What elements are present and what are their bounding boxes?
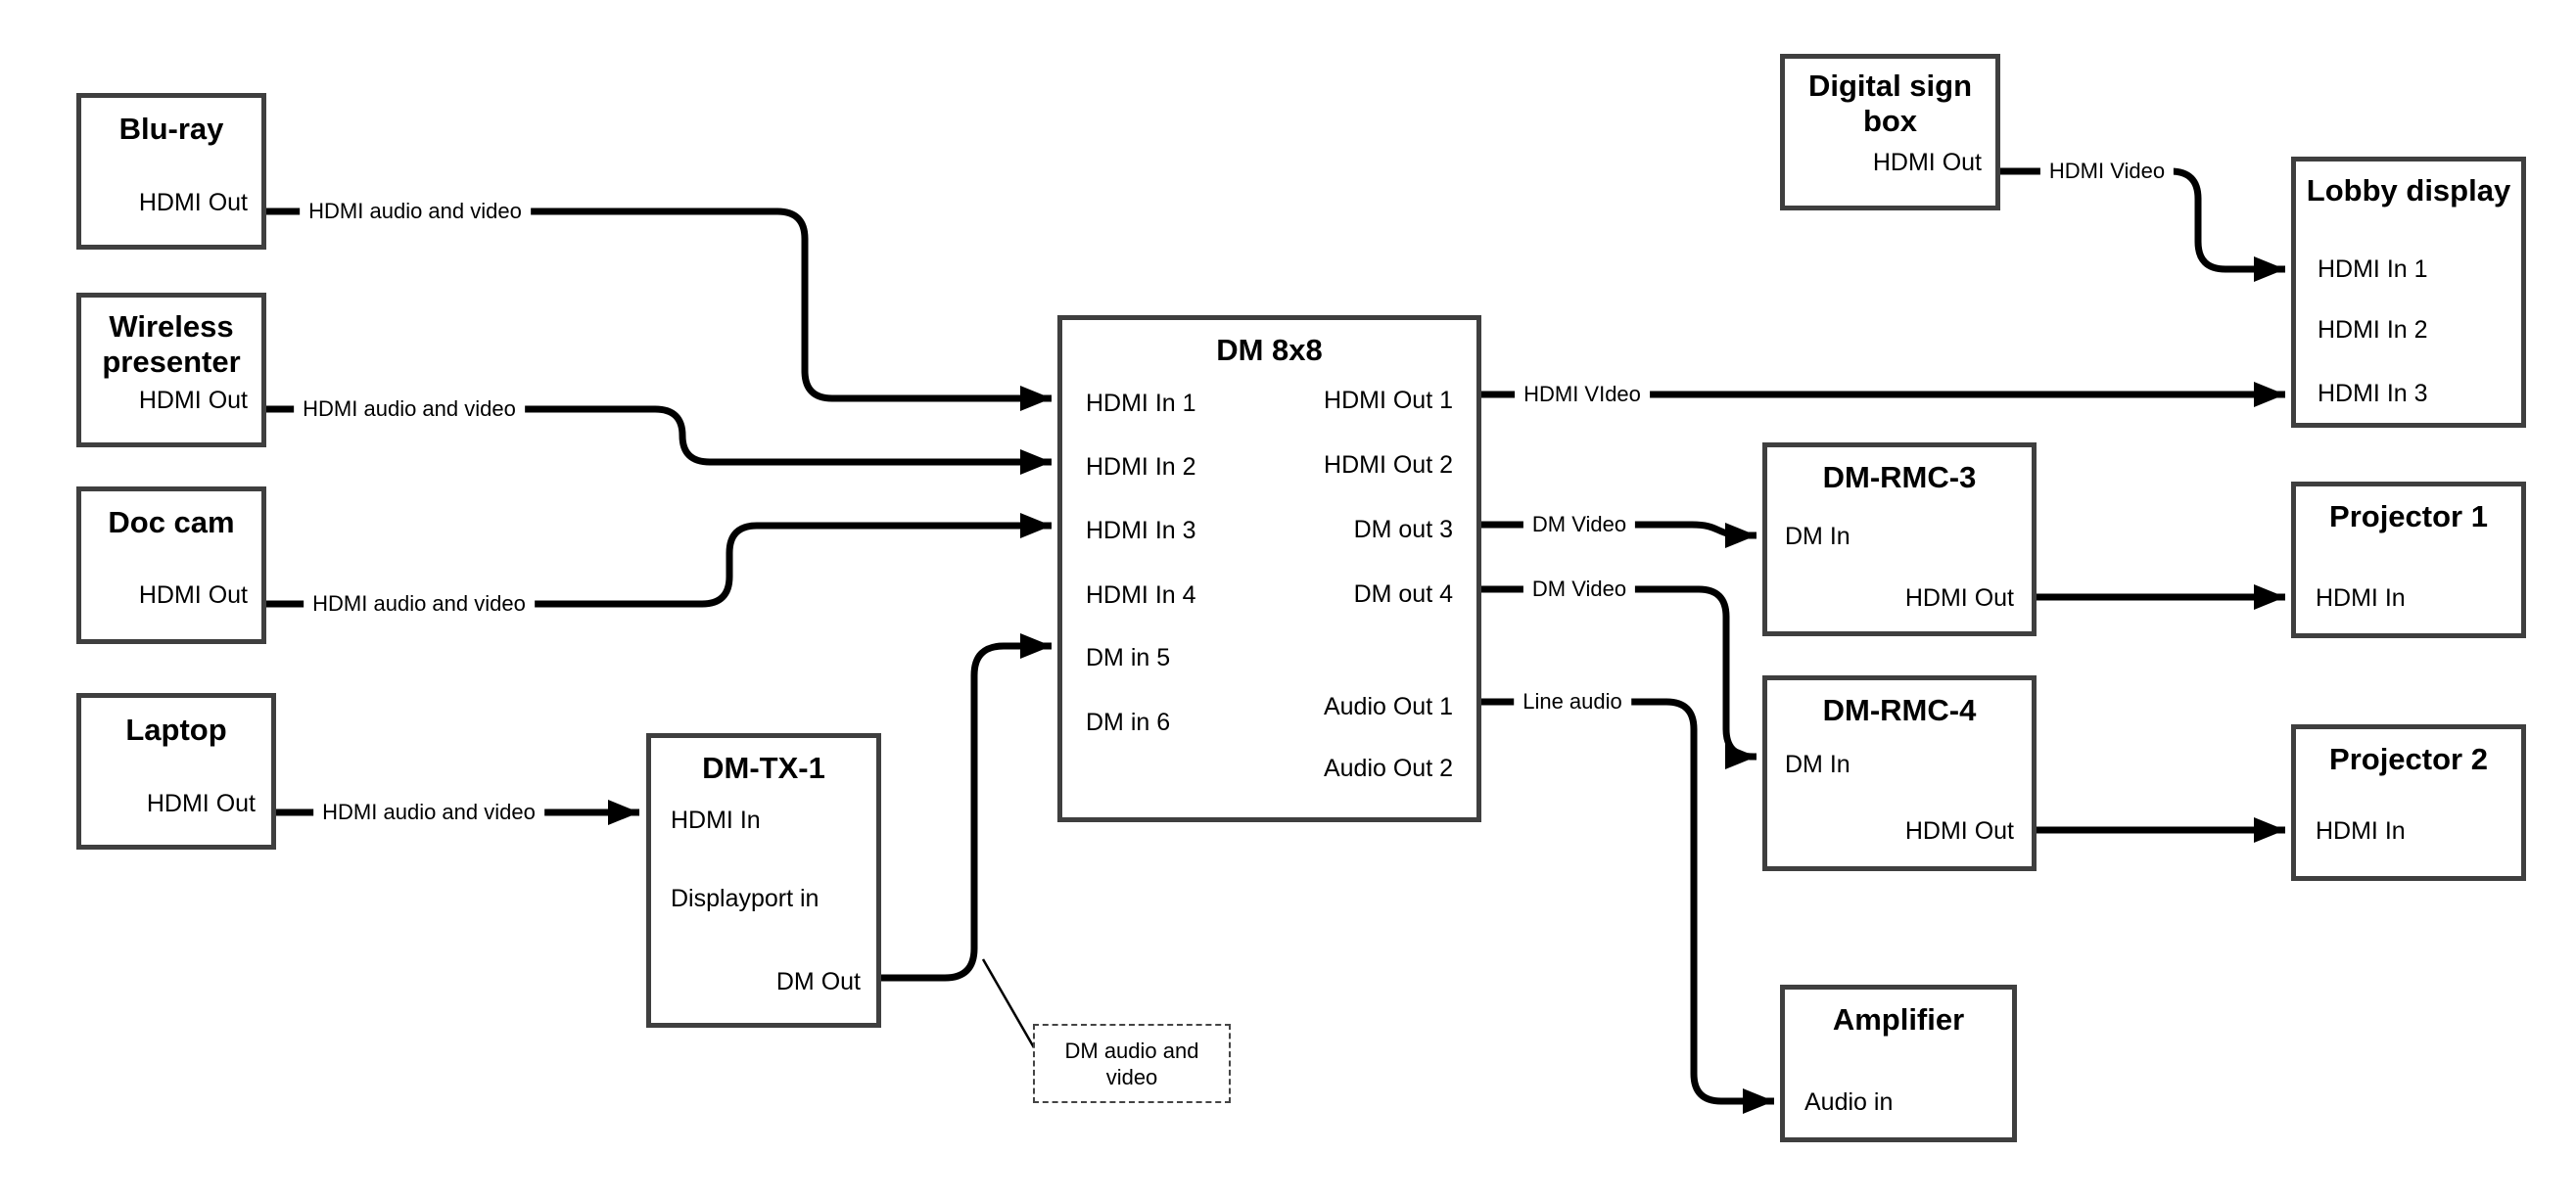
- node-projector-2: Projector 2 HDMI In: [2291, 724, 2526, 881]
- port-dm-out-4: DM out 4: [1353, 580, 1453, 608]
- node-dm-rmc-3: DM-RMC-3 DM In HDMI Out: [1762, 442, 2037, 636]
- port-hdmi-in-1: HDMI In 1: [2318, 255, 2428, 283]
- node-doc-cam: Doc cam HDMI Out: [76, 486, 266, 644]
- edge-label-wireless: HDMI audio and video: [294, 396, 525, 422]
- port-hdmi-out: HDMI Out: [1904, 584, 2014, 612]
- node-dm-rmc-4: DM-RMC-4 DM In HDMI Out: [1762, 675, 2037, 871]
- port-hdmi-out-2: HDMI Out 2: [1324, 451, 1453, 479]
- node-amplifier: Amplifier Audio in: [1780, 985, 2017, 1142]
- wire-bluray-to-dm8x8-in1: [266, 208, 1052, 411]
- port-displayport-in: Displayport in: [671, 885, 820, 912]
- port-hdmi-in: HDMI In: [671, 807, 761, 834]
- note-line-1: DM audio and: [1064, 1039, 1199, 1063]
- node-digital-sign-box: Digital sign box HDMI Out: [1780, 54, 2000, 210]
- port-hdmi-out: HDMI Out: [138, 387, 248, 414]
- port-hdmi-out: HDMI Out: [1904, 817, 2014, 845]
- node-dm-tx-1: DM-TX-1 HDMI In Displayport in DM Out: [646, 733, 881, 1028]
- node-title: Lobby display: [2306, 173, 2511, 208]
- wire-dm8x8-out4-to-rmc4: [1481, 585, 1756, 769]
- edge-label-line-audio: Line audio: [1514, 689, 1631, 715]
- node-title: DM 8x8: [1216, 333, 1323, 367]
- edge-label-hdmi-video-out1: HDMI VIdeo: [1515, 382, 1650, 407]
- node-title: Amplifier: [1832, 1002, 1965, 1037]
- port-audio-in: Audio in: [1804, 1088, 1894, 1116]
- wire-doccam-to-dm8x8-in3: [266, 513, 1052, 608]
- port-hdmi-out: HDMI Out: [146, 790, 256, 817]
- node-title: DM-TX-1: [702, 751, 825, 785]
- node-title: DM-RMC-4: [1822, 693, 1977, 727]
- wire-dmtx1-to-dm8x8-in5: [881, 633, 1052, 982]
- port-dm-out-3: DM out 3: [1353, 516, 1453, 543]
- note-line-2: video: [1105, 1065, 1158, 1089]
- port-dm-in: DM In: [1785, 523, 1850, 550]
- node-wireless-presenter: Wireless presenter HDMI Out: [76, 293, 266, 447]
- edge-label-dm-video-out4: DM Video: [1522, 577, 1636, 602]
- port-hdmi-in-1: HDMI In 1: [1086, 390, 1196, 417]
- port-hdmi-in-2: HDMI In 2: [1086, 453, 1196, 481]
- port-hdmi-out: HDMI Out: [1872, 149, 1982, 176]
- leader-note-line: [981, 958, 1037, 1050]
- port-hdmi-out-1: HDMI Out 1: [1324, 387, 1453, 414]
- port-hdmi-in: HDMI In: [2316, 817, 2406, 845]
- node-laptop: Laptop HDMI Out: [76, 693, 276, 850]
- port-dm-in-6: DM in 6: [1086, 709, 1171, 736]
- node-title: Laptop: [125, 713, 227, 747]
- port-hdmi-in: HDMI In: [2316, 584, 2406, 612]
- port-hdmi-in-3: HDMI In 3: [2318, 380, 2428, 407]
- wire-sign-to-lobby-in1: [2000, 167, 2285, 282]
- note-dm-audio-and-video: DM audio and video: [1033, 1024, 1231, 1103]
- edge-label-laptop: HDMI audio and video: [313, 800, 544, 825]
- wire-dm8x8-out3-to-rmc3: [1481, 521, 1756, 548]
- wire-dm8x8-aout1-to-amp: [1481, 698, 1774, 1114]
- node-title: DM-RMC-3: [1822, 460, 1977, 494]
- node-title: Doc cam: [108, 505, 235, 539]
- port-hdmi-out: HDMI Out: [138, 581, 248, 609]
- port-dm-in-5: DM in 5: [1086, 644, 1171, 671]
- port-dm-out: DM Out: [775, 968, 861, 995]
- port-dm-in: DM In: [1785, 751, 1850, 778]
- port-audio-out-2: Audio Out 2: [1323, 755, 1453, 782]
- port-audio-out-1: Audio Out 1: [1323, 693, 1453, 720]
- node-title: Projector 2: [2329, 742, 2488, 776]
- port-hdmi-in-4: HDMI In 4: [1086, 581, 1196, 609]
- node-title: Wireless presenter: [102, 309, 241, 379]
- port-hdmi-out: HDMI Out: [138, 189, 248, 216]
- port-hdmi-in-3: HDMI In 3: [1086, 517, 1196, 544]
- node-bluray: Blu-ray HDMI Out: [76, 93, 266, 250]
- node-title: Digital sign box: [1807, 69, 1973, 138]
- node-projector-1: Projector 1 HDMI In: [2291, 482, 2526, 638]
- node-title: Blu-ray: [118, 112, 224, 146]
- edge-label-doccam: HDMI audio and video: [304, 591, 535, 617]
- edge-label-sign-hdmi-video: HDMI Video: [2039, 159, 2175, 184]
- wire-wireless-to-dm8x8-in2: [266, 405, 1052, 475]
- port-hdmi-in-2: HDMI In 2: [2318, 316, 2428, 344]
- edge-label-bluray: HDMI audio and video: [300, 199, 531, 224]
- node-dm-8x8: DM 8x8 HDMI In 1 HDMI In 2 HDMI In 3 HDM…: [1057, 315, 1481, 822]
- node-lobby-display: Lobby display HDMI In 1 HDMI In 2 HDMI I…: [2291, 157, 2526, 428]
- node-title: Projector 1: [2329, 499, 2488, 533]
- edge-label-dm-video-out3: DM Video: [1522, 512, 1636, 537]
